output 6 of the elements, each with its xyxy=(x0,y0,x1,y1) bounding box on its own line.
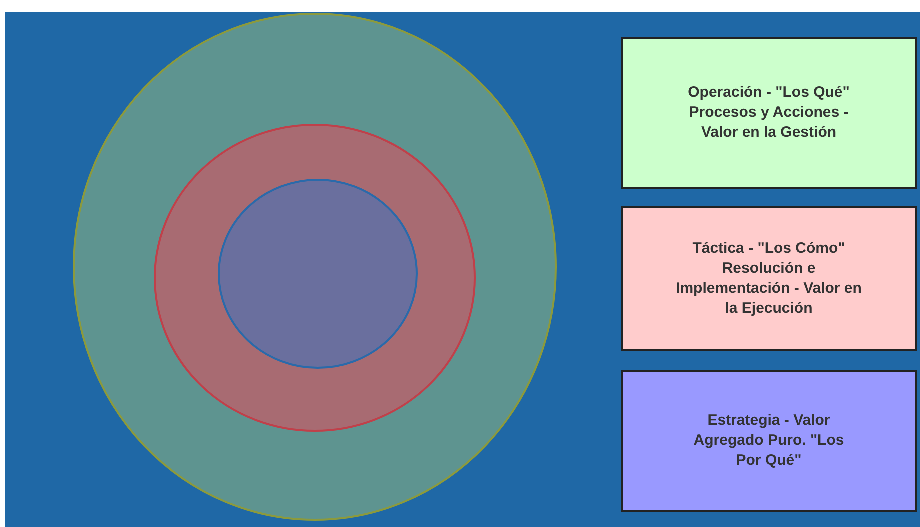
box-text: Táctica - "Los Cómo" Resolución e Implementación - Valor en la Ejecución xyxy=(675,238,863,318)
box-text: Estrategia - Valor Agregado Puro. "Los Por Qué" xyxy=(692,411,846,471)
text-box xyxy=(621,37,917,189)
text-box xyxy=(621,370,917,512)
text-box xyxy=(621,206,917,351)
box-text: Operación - "Los Qué" Procesos y Acciones - Valor en la Gestión xyxy=(687,83,851,143)
